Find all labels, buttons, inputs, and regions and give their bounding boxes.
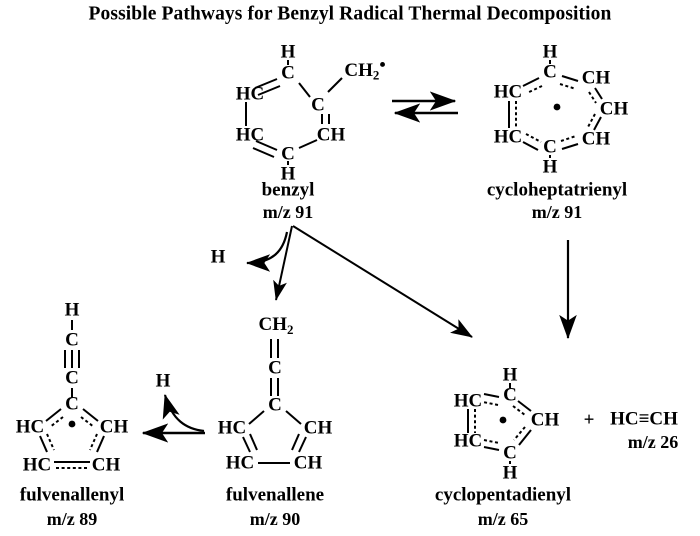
benzyl-atom-hc-upper-left: HC (235, 83, 265, 105)
benzyl-structure-bonds (245, 60, 343, 165)
fulvenallene-atom-hc-bottom-left: HC (225, 452, 255, 474)
cyclopentadienyl-atom-hc-upper-left: HC (453, 390, 483, 412)
curved-arrow-h-loss-fulvenallene (162, 393, 205, 433)
cyclopentadienyl-atom-h-top: H (502, 364, 518, 386)
fulvenallene-structure-bonds (242, 339, 307, 464)
benzyl-atom-c-upper-right: C (311, 94, 325, 116)
arrow-benzyl-to-fulvenallene (273, 225, 293, 301)
h-loss-label-benzyl: H (210, 246, 226, 268)
fulvenallenyl-structure-bonds (39, 320, 105, 469)
cycloheptatrienyl-atom-c-bottom: C (543, 136, 557, 158)
cyclopentadienyl-atom-c-top: C (503, 384, 517, 406)
ch2-subscript: 2 (287, 321, 294, 337)
benzyl-atom-c-bottom: C (281, 143, 295, 165)
fulvenallenyl-atom-hc-left: HC (15, 416, 45, 438)
cycloheptatrienyl-name-label: cycloheptatrienyl (486, 179, 628, 201)
arrow-fulvenallene-to-fulvenallenyl (141, 393, 205, 443)
ch2-text: CH (344, 59, 373, 81)
fulvenallene-atom-c-mid: C (268, 357, 282, 379)
fulvenallenyl-atom-ch-right: CH (99, 416, 129, 438)
benzyl-atom-hc-lower-left: HC (235, 124, 265, 146)
fulvenallene-name-label: fulvenallene (225, 484, 325, 506)
cycloheptatrienyl-atom-ch-right: CH (599, 98, 629, 120)
fulvenallene-atom-c-ring-top: C (268, 394, 282, 416)
acetylene-mz-label: m/z 26 (627, 432, 679, 452)
fulvenallenyl-atom-c-lower: C (65, 367, 79, 389)
benzyl-name-label: benzyl (261, 179, 315, 201)
cycloheptatrienyl-mz-label: m/z 91 (531, 202, 583, 222)
fulvenallene-atom-ch2-top: CH2 (259, 315, 294, 337)
curved-arrow-h-loss-benzyl (245, 231, 289, 272)
fulvenallene-atom-ch-bottom-right: CH (293, 452, 323, 474)
radical-dot (499, 416, 507, 424)
cycloheptatrienyl-atom-hc-lower-left: HC (493, 126, 523, 148)
cyclopentadienyl-atom-hc-lower-left: HC (453, 430, 483, 452)
plus-sign: + (583, 409, 595, 431)
page-title: Possible Pathways for Benzyl Radical The… (88, 3, 612, 25)
cycloheptatrienyl-atom-ch-lower-right: CH (581, 128, 611, 150)
benzyl-atom-ch2-radical: CH2• (344, 56, 385, 83)
fulvenallenyl-atom-c-ring-top: C (65, 393, 79, 415)
cycloheptatrienyl-atom-hc-upper-left: HC (493, 81, 523, 103)
h-loss-label-fulvenallene: H (155, 370, 171, 392)
benzyl-atom-c-top: C (281, 62, 295, 84)
fulvenallenyl-atom-c-upper: C (65, 329, 79, 351)
cyclopentadienyl-atom-ch-right: CH (530, 409, 560, 431)
cyclopentadienyl-structure-bonds (467, 383, 532, 464)
fulvenallene-atom-ch-right: CH (303, 417, 333, 439)
fulvenallene-atom-hc-left: HC (217, 417, 247, 439)
radical-dot (68, 420, 76, 428)
cycloheptatrienyl-atom-h-top: H (542, 41, 558, 63)
ch2-subscript: 2 (372, 67, 380, 83)
benzyl-atom-ch-lower-right: CH (316, 124, 346, 146)
cycloheptatrienyl-structure-bonds (508, 60, 603, 158)
fulvenallenyl-atom-ch-bottom-right: CH (91, 454, 121, 476)
cycloheptatrienyl-atom-h-bottom: H (542, 156, 558, 178)
acetylene-formula: HC≡CH (610, 408, 678, 430)
fulvenallenyl-atom-hc-bottom-left: HC (22, 454, 52, 476)
cyclopentadienyl-atom-h-bottom: H (502, 462, 518, 484)
fulvenallene-mz-label: m/z 90 (249, 509, 301, 529)
arrow-benzyl-to-cyclopentadienyl (292, 225, 473, 338)
ch2-text: CH (258, 314, 288, 336)
benzyl-atom-h-top: H (280, 41, 296, 63)
fulvenallenyl-atom-h-top: H (64, 299, 80, 321)
benzyl-mz-label: m/z 91 (262, 202, 314, 222)
benzyl-atom-h-bottom: H (280, 163, 296, 185)
radical-dot-glyph: • (379, 54, 386, 75)
cyclopentadienyl-mz-label: m/z 65 (477, 509, 529, 529)
fulvenallenyl-name-label: fulvenallenyl (19, 484, 125, 506)
radical-dot (553, 103, 561, 111)
cycloheptatrienyl-atom-c-top: C (543, 61, 557, 83)
fulvenallenyl-mz-label: m/z 89 (46, 509, 98, 529)
equilibrium-arrow (392, 91, 458, 123)
cycloheptatrienyl-atom-ch-upper-right: CH (581, 67, 611, 89)
cyclopentadienyl-name-label: cyclopentadienyl (434, 484, 572, 506)
cyclopentadienyl-atom-c-bottom: C (503, 442, 517, 464)
